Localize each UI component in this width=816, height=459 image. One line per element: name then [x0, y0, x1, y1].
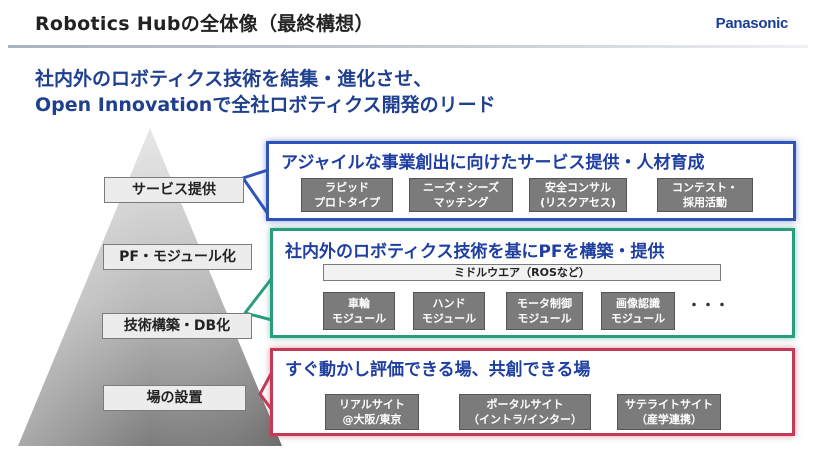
- service-panel-title: アジャイルな事業創出に向けたサービス提供・人材育成: [281, 153, 705, 173]
- venue-satellite-site: サテライトサイト （産学連携）: [617, 394, 721, 430]
- venue-portal-site: ポータルサイト （イントラ/インター）: [459, 394, 591, 430]
- tier-label-technology: 技術構築・DB化: [102, 313, 252, 339]
- module-wheel: 車輪 モジュール: [323, 292, 395, 330]
- platform-panel: 社内外のロボティクス技術を基にPFを構築・提供 ミドルウエア（ROSなど） 車輪…: [270, 228, 795, 338]
- venue-panel: すぐ動かし評価できる場、共創できる場 リアルサイト @大阪/東京 ポータルサイト…: [270, 348, 795, 436]
- service-item-needs-matching: ニーズ・シーズ マッチング: [409, 178, 513, 212]
- headline-line-1: 社内外のロボティクス技術を結集・進化させ、: [35, 68, 433, 90]
- page-title: Robotics Hubの全体像（最終構想）: [35, 13, 374, 35]
- header-bar: Robotics Hubの全体像（最終構想） Panasonic: [0, 0, 816, 48]
- more-modules-ellipsis: ・・・: [687, 298, 729, 314]
- platform-panel-title: 社内外のロボティクス技術を基にPFを構築・提供: [285, 242, 665, 262]
- module-hand: ハンド モジュール: [413, 292, 485, 330]
- module-motor-control: モータ制御 モジュール: [506, 292, 583, 330]
- module-image-recognition: 画像認識 モジュール: [601, 292, 675, 330]
- service-callout-pointer: [241, 168, 270, 216]
- tier-label-service: サービス提供: [104, 177, 244, 203]
- header-divider: [8, 45, 808, 48]
- tier-label-venue: 場の設置: [103, 385, 246, 411]
- tier-label-platform: PF・モジュール化: [103, 244, 252, 270]
- headline-line-2: Open Innovationで全社ロボティクス開発のリード: [35, 94, 496, 116]
- venue-real-site: リアルサイト @大阪/東京: [325, 394, 419, 430]
- brand-logo: Panasonic: [715, 15, 789, 32]
- service-item-contest-hiring: コンテスト・ 採用活動: [657, 178, 753, 212]
- service-panel: アジャイルな事業創出に向けたサービス提供・人材育成 ラピッド プロトタイプ ニー…: [266, 141, 796, 221]
- service-item-rapid-prototype: ラピッド プロトタイプ: [301, 178, 393, 212]
- service-item-safety-consulting: 安全コンサル (リスクアセス): [529, 178, 627, 212]
- pyramid-shading: [18, 128, 282, 446]
- venue-panel-title: すぐ動かし評価できる場、共創できる場: [285, 360, 591, 380]
- middleware-bar: ミドルウエア（ROSなど）: [323, 264, 721, 281]
